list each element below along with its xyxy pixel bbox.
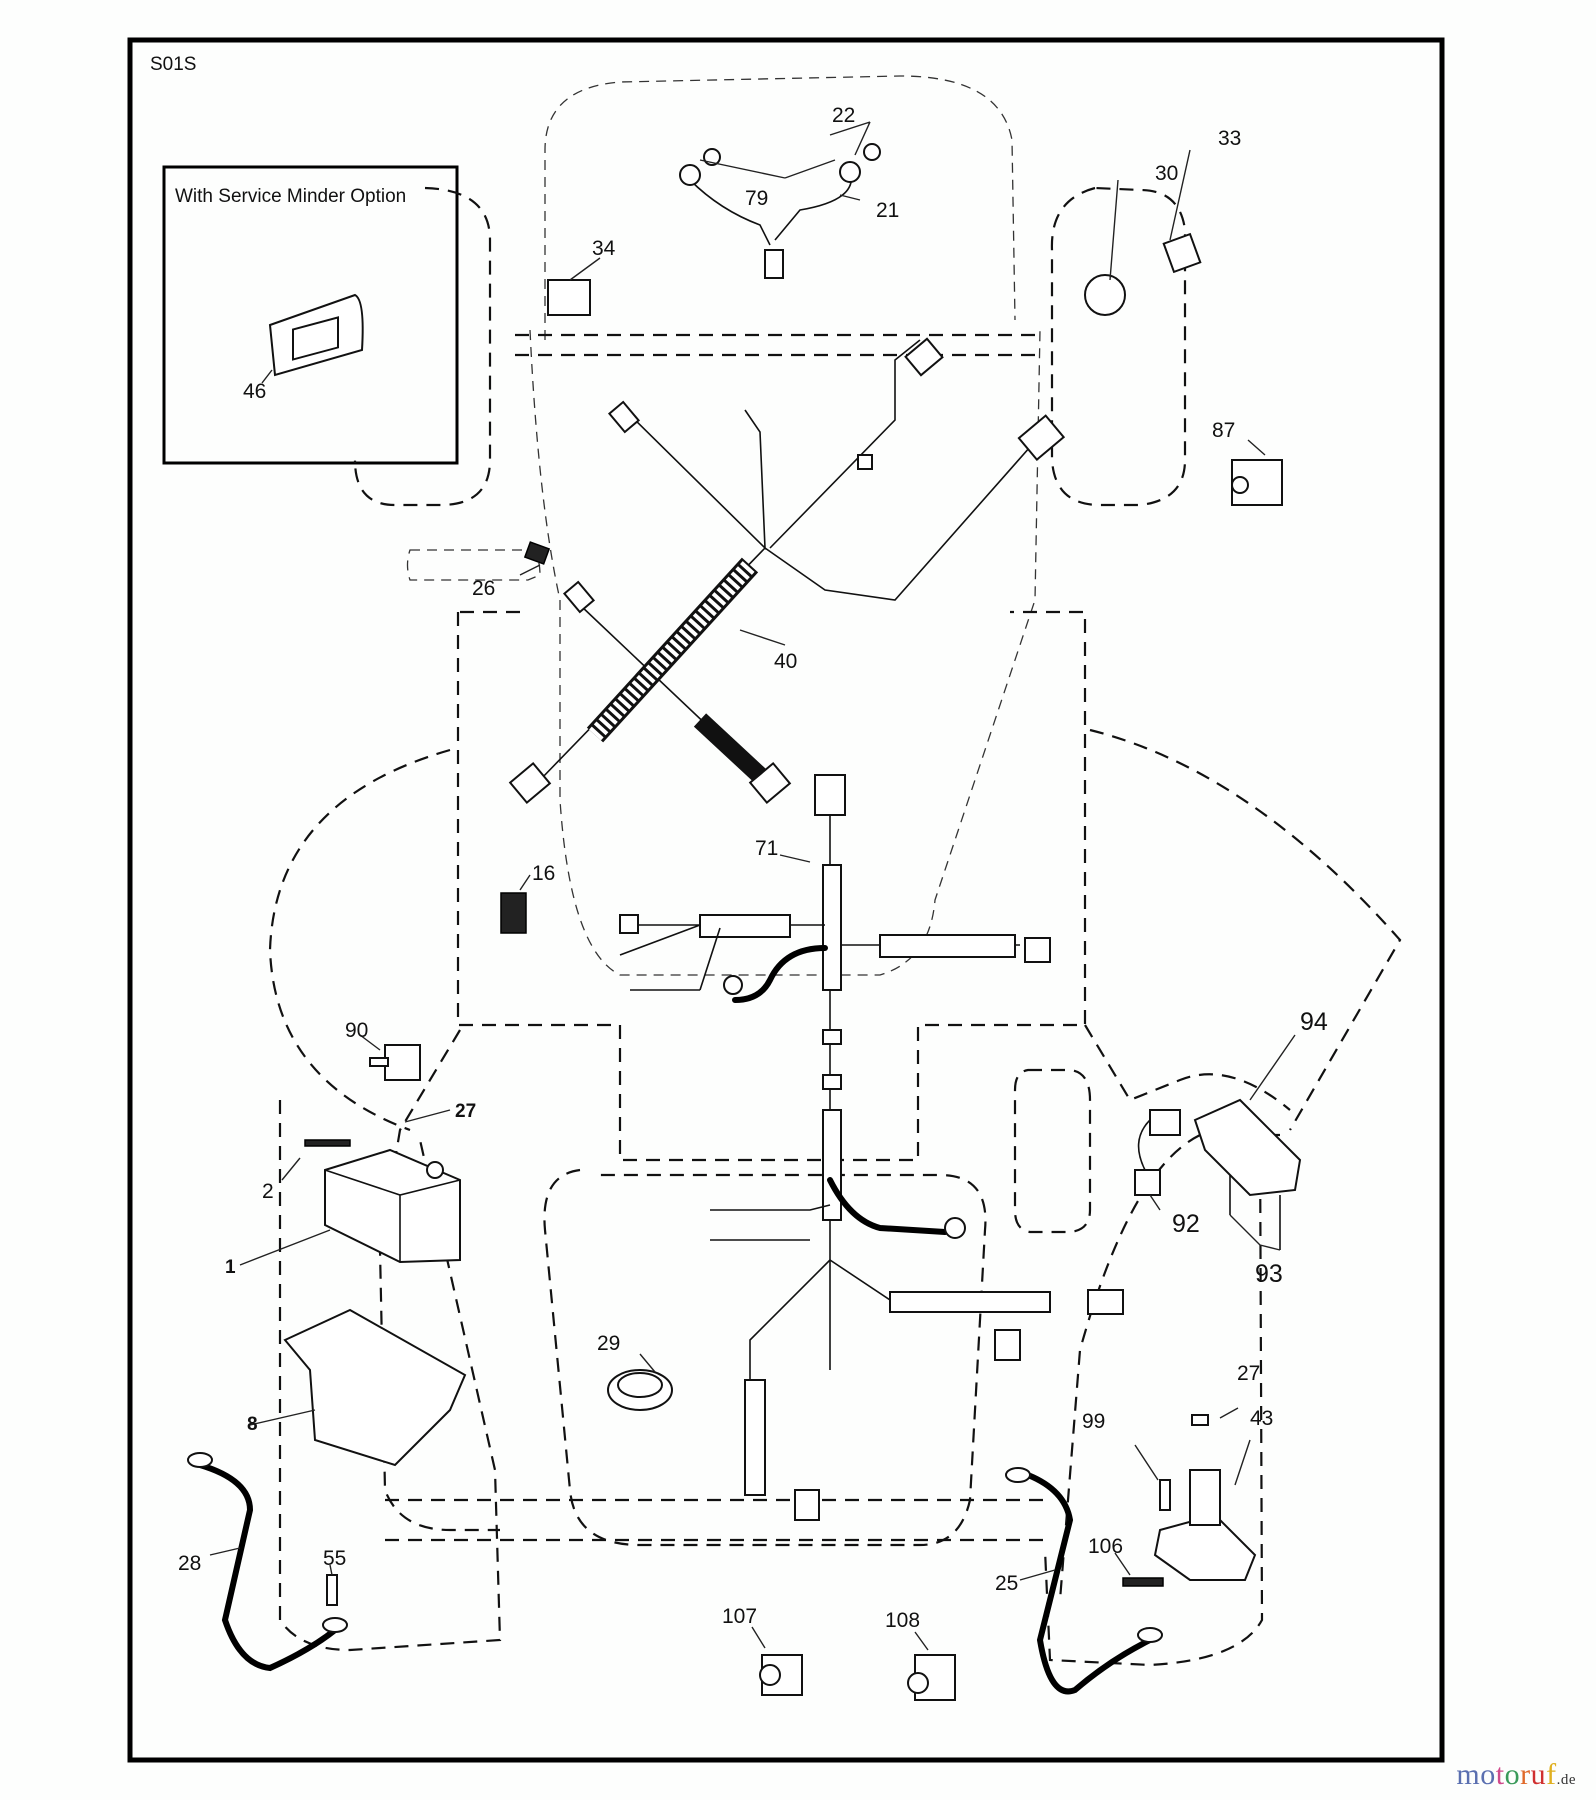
label-26: 26 [472,577,495,600]
watermark-letter: o [1504,1758,1521,1791]
inset-title: With Service Minder Option [175,186,406,207]
service-minder-inset [162,165,459,465]
part-99-bolt [1159,1479,1171,1511]
label-93: 93 [1255,1260,1283,1288]
leader-lines [209,121,1296,1651]
part-106-clip [1122,1577,1164,1587]
label-106: 106 [1088,1535,1123,1558]
part-21-headlights [679,143,881,279]
part-25-cable [1005,1467,1163,1695]
part-46-display [268,293,364,377]
main-harness-40 [508,337,1066,805]
label-34: 34 [592,237,616,260]
label-99: 99 [1082,1410,1105,1433]
label-28: 28 [178,1552,201,1575]
label-30: 30 [1155,162,1178,185]
label-16: 16 [532,862,555,885]
part-26-fuse [523,541,551,565]
motoruf-watermark: motoruf.de [1456,1758,1576,1792]
part-33-key [1162,232,1202,274]
diagram-frame [127,37,1445,1763]
label-108: 108 [885,1609,920,1632]
part-16-connector [500,892,527,934]
part-43-solenoid [1153,1414,1257,1581]
label-40: 40 [774,650,797,673]
part-29-grommet [607,1369,673,1411]
part-90-plunger [369,1044,421,1081]
harness-71 [619,774,1124,1521]
label-29: 29 [597,1332,620,1355]
section-code: S01S [150,54,196,75]
label-8: 8 [247,1414,258,1435]
part-108-switch [907,1654,956,1701]
watermark-letter: u [1530,1758,1547,1791]
label-43: 43 [1250,1407,1273,1430]
part-87-pto-switch [1231,459,1283,506]
label-33: 33 [1218,127,1241,150]
label-1: 1 [225,1257,236,1278]
label-107: 107 [722,1605,757,1628]
label-46: 46 [243,380,266,403]
label-55: 55 [323,1547,346,1570]
callout-labels: 46 22 79 21 34 30 33 87 26 40 71 16 90 2… [178,104,1328,1632]
part-34-switch [547,279,591,316]
watermark-letter: r [1520,1758,1531,1791]
label-22: 22 [832,104,855,127]
label-71: 71 [755,837,778,860]
label-92: 92 [1172,1210,1200,1238]
part-28-cable [187,1452,348,1672]
label-25: 25 [995,1572,1018,1595]
label-94: 94 [1300,1008,1328,1036]
watermark-tld: .de [1556,1772,1576,1788]
part-30-ignition [1084,274,1126,316]
label-21: 21 [876,199,899,222]
part-55-screw [326,1574,338,1606]
part-1-battery [304,1139,461,1264]
label-27-battery: 27 [455,1101,476,1122]
label-2: 2 [262,1180,274,1203]
label-79: 79 [745,187,768,210]
watermark-letter: t [1495,1758,1505,1791]
watermark-letter: f [1546,1758,1557,1791]
watermark-letter: o [1480,1758,1496,1791]
label-90: 90 [345,1019,368,1042]
label-27-solenoid: 27 [1237,1362,1260,1385]
part-8-battery-box [283,1308,467,1467]
label-87: 87 [1212,419,1235,442]
part-107-switch [759,1654,803,1696]
watermark-letter: m [1456,1758,1481,1791]
part-94-module [1134,1098,1302,1250]
